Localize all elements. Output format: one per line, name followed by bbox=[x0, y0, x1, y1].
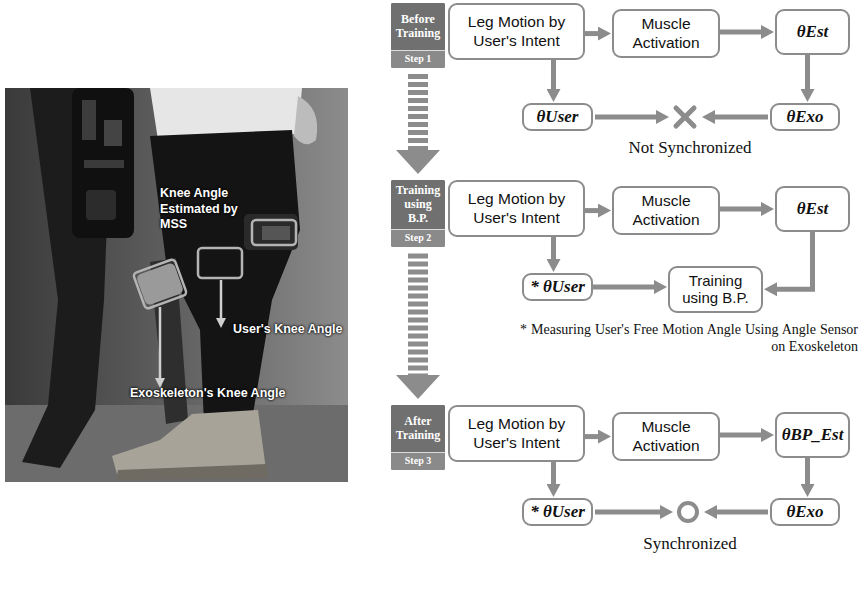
node-text: Step 1 bbox=[391, 50, 445, 68]
process-box: Muscle Activation bbox=[612, 186, 720, 235]
node-text: θEst bbox=[797, 23, 829, 42]
flow-arrow bbox=[777, 232, 813, 289]
node-text: Leg Motion by User's Intent bbox=[456, 415, 577, 452]
signal-box: θEst bbox=[775, 9, 850, 55]
flow-arrow bbox=[720, 433, 761, 438]
flow-arrow bbox=[720, 207, 761, 212]
process-box: Leg Motion by User's Intent bbox=[448, 405, 585, 462]
node-text: Muscle Activation bbox=[620, 15, 712, 52]
flow-arrow bbox=[720, 30, 761, 35]
node-text: Step 2 bbox=[391, 229, 445, 247]
node-text: * θUser bbox=[530, 278, 585, 297]
leg-photo bbox=[5, 88, 348, 482]
node-text: Muscle Activation bbox=[620, 192, 712, 229]
signal-box: θEst bbox=[775, 186, 850, 232]
step-badge: After TrainingStep 3 bbox=[391, 405, 445, 470]
step-badge: Training using B.P.Step 2 bbox=[391, 180, 445, 247]
node-text: Training using B.P. bbox=[391, 180, 445, 229]
node-text: Step 3 bbox=[391, 452, 445, 470]
photo-label: Knee Angle Estimated by MSS bbox=[160, 186, 248, 233]
node-text: θExo bbox=[786, 503, 823, 522]
node-text: θBP_Est bbox=[782, 426, 844, 445]
step-arrow bbox=[408, 74, 428, 150]
sync-symbols bbox=[595, 108, 768, 521]
signal-box: θUser bbox=[522, 103, 593, 131]
node-text: θExo bbox=[786, 108, 823, 127]
node-text: After Training bbox=[391, 405, 445, 452]
flow-arrow bbox=[551, 60, 556, 89]
photo-label: User's Knee Angle bbox=[233, 322, 345, 338]
footnote: * Measuring User's Free Motion Angle Usi… bbox=[520, 322, 858, 356]
process-box: Muscle Activation bbox=[612, 412, 720, 461]
flow-arrow bbox=[585, 31, 598, 36]
signal-box: θExo bbox=[770, 498, 840, 526]
node-text: Before Training bbox=[391, 3, 445, 50]
signal-box: * θUser bbox=[522, 498, 593, 526]
node-text: Leg Motion by User's Intent bbox=[456, 13, 577, 50]
process-box: Training using B.P. bbox=[668, 266, 763, 313]
flow-arrow bbox=[585, 208, 598, 213]
node-text: Muscle Activation bbox=[620, 418, 712, 455]
flow-arrow bbox=[805, 458, 810, 484]
signal-box: θExo bbox=[770, 103, 840, 131]
node-text: Training using B.P. bbox=[676, 272, 755, 307]
state-label: Not Synchronized bbox=[600, 138, 780, 158]
flow-arrow bbox=[593, 285, 654, 290]
node-text: * θUser bbox=[530, 503, 585, 522]
node-text: θEst bbox=[797, 200, 829, 219]
photo-label: Exoskeleton's Knee Angle bbox=[130, 386, 330, 402]
process-box: Muscle Activation bbox=[612, 9, 720, 58]
node-text: Leg Motion by User's Intent bbox=[456, 190, 577, 227]
node-text: θUser bbox=[537, 108, 579, 127]
flow-arrow bbox=[805, 55, 810, 89]
flow-arrow bbox=[551, 237, 556, 259]
process-box: Leg Motion by User's Intent bbox=[448, 3, 585, 60]
flow-arrow bbox=[585, 434, 598, 439]
signal-box: θBP_Est bbox=[775, 412, 850, 458]
process-box: Leg Motion by User's Intent bbox=[448, 180, 585, 237]
step-arrow bbox=[408, 253, 428, 375]
step-badge: Before TrainingStep 1 bbox=[391, 3, 445, 68]
signal-box: * θUser bbox=[522, 273, 593, 301]
state-label: Synchronized bbox=[600, 534, 780, 554]
flow-arrow bbox=[551, 462, 556, 484]
